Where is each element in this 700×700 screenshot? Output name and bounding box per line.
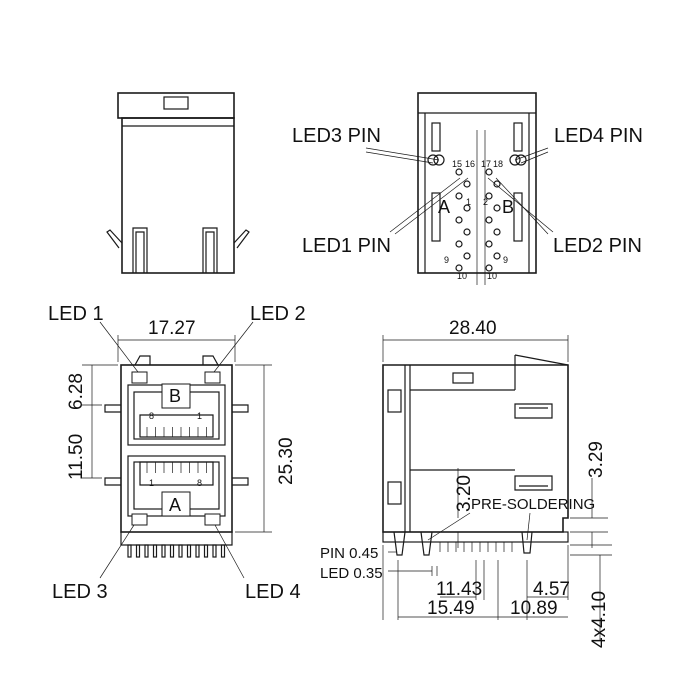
led3-pin-label: LED3 PIN [292,125,381,147]
pin-hole [493,252,501,260]
dim-4x410: 4x4.10 [589,591,610,648]
pin-hole [485,168,493,176]
dim-628: 6.28 [66,373,87,410]
pin-num-18: 18 [493,159,503,169]
pin-hole [455,192,463,200]
pin-hole [455,264,463,272]
pin-num-15: 15 [452,159,462,169]
solder-pin [186,544,192,558]
solder-pin [212,544,217,558]
solder-pin [135,544,141,558]
solder-pin [220,544,226,558]
dim-329: 3.29 [586,441,607,478]
front-view: B 8 1 A 1 8 17.27 6.28 11.50 [48,303,306,603]
width-dim: 17.27 [148,318,196,339]
led-1-label: LED 1 [48,303,104,325]
pin-hole [485,264,493,272]
pin-num-17: 17 [481,159,491,169]
port-a-pin8: 8 [197,478,202,488]
pin-hole [463,228,471,236]
led4-pin-hole [509,154,521,166]
led-4-window [204,513,221,526]
solder-pin [195,544,200,558]
dim-1143: 11.43 [436,579,482,600]
led-dim: LED 0.35 [320,565,383,582]
pin-num-1: 1 [466,197,471,207]
pin-hole [463,204,471,212]
signal-pin-holes [455,168,501,272]
port-b-letter: B [169,386,181,406]
pin-hole [463,252,471,260]
led3-pin-hole [427,154,439,166]
pin-hole [463,180,471,188]
led-2-label: LED 2 [250,303,306,325]
solder-pin [169,544,175,558]
pin-hole [485,240,493,248]
pin-hole [485,216,493,224]
dim-457: 4.57 [533,579,570,600]
pin-hole [455,216,463,224]
pin-view: 15 16 17 18 1 2 9 10 9 10 A B LED3 PIN L… [292,92,643,285]
dim-1150: 11.50 [66,434,87,480]
pin-num-2: 2 [483,197,488,207]
length-dim: 28.40 [449,318,497,339]
solder-pin [127,544,132,558]
led-3-label: LED 3 [52,581,108,603]
back-view [106,92,250,274]
pin-num-10b: 10 [487,271,497,281]
port-b-pin1: 1 [197,411,202,421]
led-1-window [131,371,148,384]
solder-pin [178,544,183,558]
pin-hole [493,228,501,236]
port-b-label: B [502,197,514,217]
dim-1549: 15.49 [427,598,475,619]
port-b-pin8: 8 [149,411,154,421]
solder-pin [152,544,158,558]
led-4-label: LED 4 [245,581,301,603]
pin-hole [493,204,501,212]
led-3-window [131,513,148,526]
led2-pin-label: LED2 PIN [553,235,642,257]
pin-hole [455,168,463,176]
pin-num-9a: 9 [444,255,449,265]
pin-num-16: 16 [465,159,475,169]
led-2-window [204,371,221,384]
port-a-letter: A [169,495,181,515]
port-a-pin1: 1 [149,478,154,488]
solder-pin [161,544,166,558]
led4-pin-label: LED4 PIN [554,125,643,147]
dim-1089: 10.89 [510,598,558,619]
pin-hole [493,180,501,188]
solder-pin [144,544,149,558]
pin-hole [485,192,493,200]
pin-dim: PIN 0.45 [320,545,378,562]
pre-soldering-label: PRE-SOLDERING [471,496,595,513]
pin-hole [455,240,463,248]
solder-pin [203,544,209,558]
pin-num-10a: 10 [457,271,467,281]
dim-320: 3.20 [454,475,475,512]
side-view: 28.40 3.29 3.20 PRE-SOLDERING PIN 0.45 L… [320,318,612,648]
port-a-label: A [438,197,450,217]
height-dim: 25.30 [276,437,297,485]
pin-num-9b: 9 [503,255,508,265]
led1-pin-label: LED1 PIN [302,235,391,257]
